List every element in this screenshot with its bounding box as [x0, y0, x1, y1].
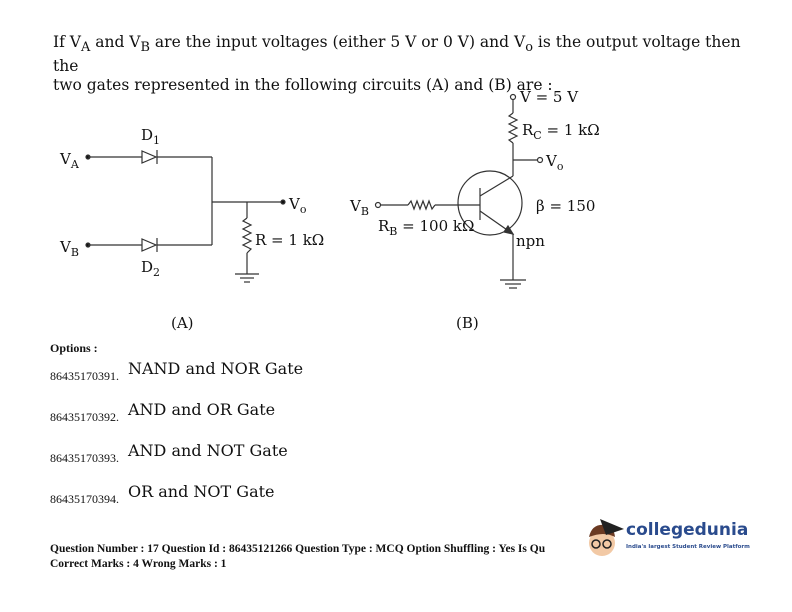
mascot-icon [589, 519, 624, 556]
npn-label: npn [516, 232, 545, 250]
option-id: 86435170394. [50, 492, 119, 506]
vb-label: VB [59, 238, 79, 259]
rc-label: RC = 1 kΩ [522, 121, 600, 142]
rb-label: RB = 100 kΩ [378, 217, 474, 238]
option-text[interactable]: NAND and NOR Gate [128, 359, 304, 378]
question-line-2: two gates represented in the following c… [53, 76, 553, 95]
r-label: R = 1 kΩ [255, 231, 324, 249]
question-text: If VA and VB are the input voltages (eit… [53, 33, 753, 95]
collegedunia-logo: collegedunia India's largest Student Rev… [584, 515, 750, 565]
supply-label: V = 5 V [519, 88, 579, 106]
question-line-1: If VA and VB are the input voltages (eit… [53, 33, 741, 76]
vb-label-b: VB [349, 197, 369, 218]
question-meta-line-1: Question Number : 17 Question Id : 86435… [50, 543, 546, 555]
circuit-a [85, 150, 286, 283]
circuit-b [374, 93, 544, 289]
circuit-diagrams: VA VB D1 D2 Vo R = 1 kΩ (A) [59, 88, 600, 332]
logo-name: collegedunia [626, 520, 749, 540]
logo-tagline: India's largest Student Review Platform [626, 544, 750, 550]
option-id: 86435170392. [50, 410, 119, 424]
option-text[interactable]: OR and NOT Gate [128, 482, 275, 501]
question-meta-line-2: Correct Marks : 4 Wrong Marks : 1 [50, 558, 227, 570]
option-id: 86435170393. [50, 451, 119, 465]
d2-label: D2 [141, 258, 160, 279]
option-text[interactable]: AND and OR Gate [128, 400, 276, 419]
caption-a: (A) [171, 314, 194, 332]
option-text[interactable]: AND and NOT Gate [128, 441, 288, 460]
d1-label: D1 [141, 126, 160, 147]
vo-label-a: Vo [288, 195, 307, 216]
vo-label-b: Vo [545, 152, 564, 173]
caption-b: (B) [456, 314, 479, 332]
option-id: 86435170391. [50, 369, 119, 383]
beta-label: β = 150 [536, 197, 595, 215]
va-label: VA [59, 150, 80, 171]
options-label: Options : [50, 341, 98, 355]
